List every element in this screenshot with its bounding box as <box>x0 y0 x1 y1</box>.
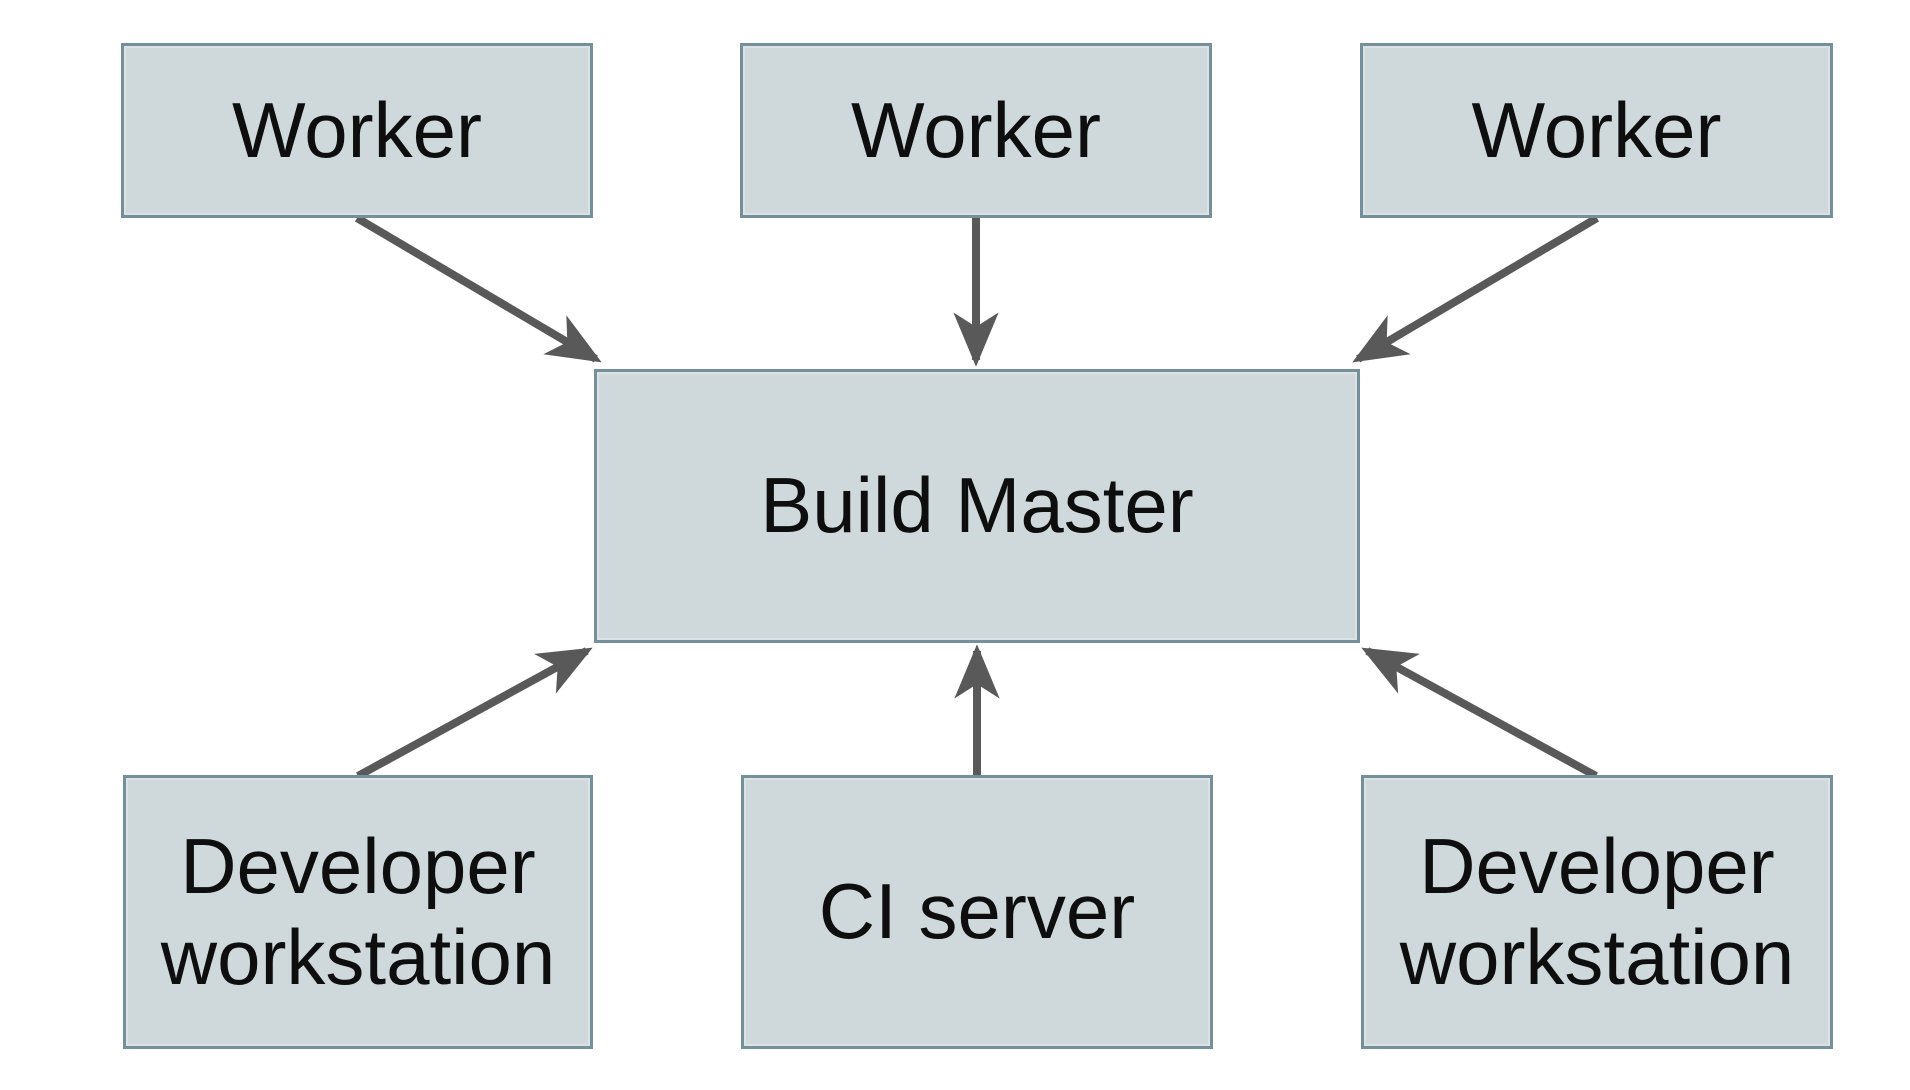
node-developer-workstation-right: Developer workstation <box>1361 775 1833 1049</box>
node-build-master: Build Master <box>594 369 1360 643</box>
node-worker-1: Worker <box>121 43 593 218</box>
arrow-worker-3-to-build-master <box>1352 214 1600 363</box>
node-worker-3: Worker <box>1360 43 1833 218</box>
node-worker-2: Worker <box>740 43 1212 218</box>
node-label-build-master: Build Master <box>760 461 1194 550</box>
node-label-ci-server: CI server <box>818 867 1136 956</box>
arrow-worker-1-to-build-master <box>354 214 602 363</box>
node-ci-server: CI server <box>741 775 1213 1049</box>
node-label-worker-1: Worker <box>232 85 482 174</box>
node-label-developer-workstation-left: Developer workstation <box>160 821 556 1001</box>
node-label-developer-workstation-right: Developer workstation <box>1399 821 1795 1001</box>
node-developer-workstation-left: Developer workstation <box>123 775 593 1049</box>
node-label-worker-2: Worker <box>851 85 1101 174</box>
arrow-developer-workstation-left-to-build-master <box>356 647 593 780</box>
arrow-developer-workstation-right-to-build-master <box>1361 647 1598 780</box>
node-label-worker-3: Worker <box>1471 85 1722 174</box>
